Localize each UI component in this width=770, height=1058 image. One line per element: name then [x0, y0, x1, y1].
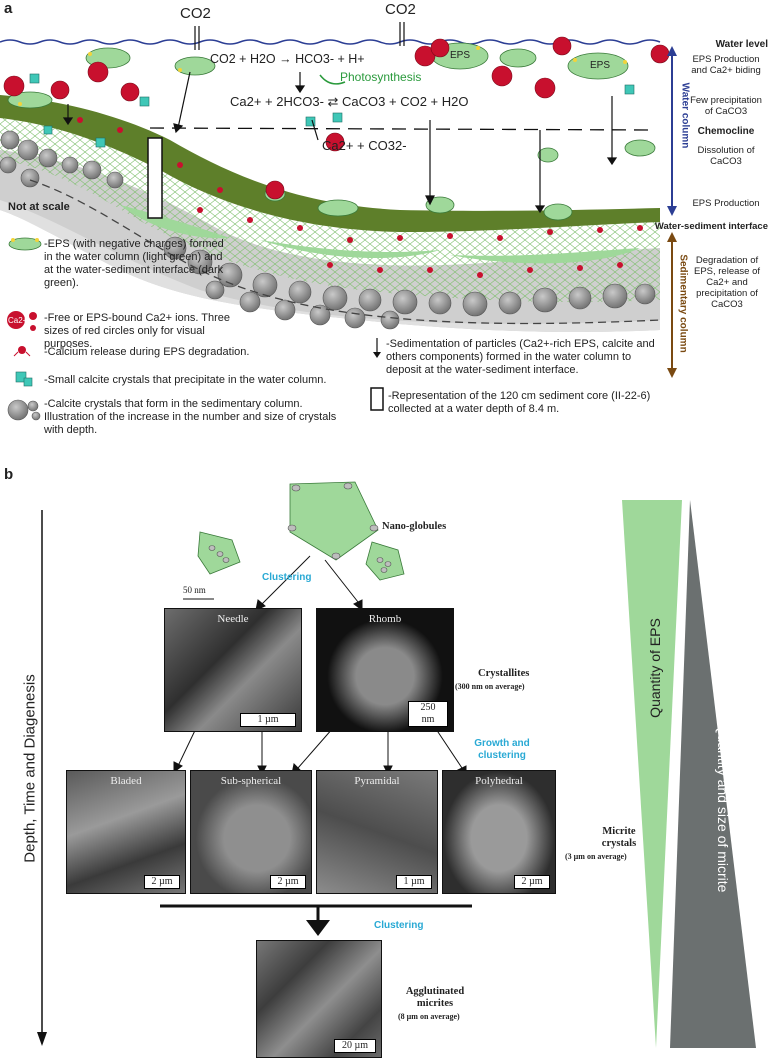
eps-tag-1: EPS [450, 50, 471, 61]
sem-needle-scale: 1 µm [240, 713, 296, 727]
clustering-1-label: Clustering [262, 572, 312, 583]
sem-pyramidal: Pyramidal 1 µm [316, 770, 438, 894]
nano-globules-label: Nano-globules [382, 521, 447, 532]
depth-axis-label: Depth, Time and Diagenesis [21, 674, 39, 863]
panel-a-diagram [0, 22, 677, 421]
water-level-label: Water level [715, 39, 768, 50]
eps-binding-label: EPS Production and Ca2+ biding [691, 54, 761, 76]
sem-needle-title: Needle [217, 613, 249, 625]
legend-sedimentation-text: -Sedimentation of particles (Ca2+-rich E… [386, 338, 655, 376]
eps-production-label: EPS Production [692, 198, 760, 209]
sem-agglutinated-scale: 20 µm [334, 1039, 376, 1053]
micrite-sub-label: (3 µm on average) [565, 852, 627, 861]
scale-50nm-label: 50 nm [183, 585, 206, 595]
sem-needle: Needle 1 µm [164, 608, 302, 732]
panel-b-letter: b [4, 466, 14, 483]
legend-eps-text: -EPS (with negative charges) formed in t… [44, 238, 224, 289]
sem-polyhedral-title: Polyhedral [475, 775, 523, 787]
quantity-eps-label: Quantity of EPS [647, 618, 663, 718]
sem-polyhedral-scale: 2 µm [514, 875, 550, 889]
crystallites-sub-label: (300 nm on average) [455, 682, 525, 691]
agglutinated-sub-label: (8 µm on average) [398, 1012, 460, 1021]
quantity-micrite-label: Quantity and size of micrite [715, 723, 731, 893]
few-precipitation-label: Few precipitation of CaCO3 [690, 95, 762, 117]
sem-rhomb-scale: 250 nm [408, 701, 448, 727]
sem-polyhedral: Polyhedral 2 µm [442, 770, 556, 894]
legend-calcite-sed-text: -Calcite crystals that form in the sedim… [44, 398, 337, 436]
sem-bladed-scale: 2 µm [144, 875, 180, 889]
micrite-label: Micrite crystals [601, 826, 637, 849]
photosynthesis-label: Photosynthesis [340, 70, 422, 84]
chemocline-label: Chemocline [697, 126, 755, 137]
equation-2: Ca2+ + 2HCO3- ⇄ CaCO3 + CO2 + H2O [230, 94, 469, 109]
sem-pyramidal-scale: 1 µm [396, 875, 432, 889]
agglutinated-label: Agglutinated micrites [405, 986, 465, 1009]
clustering-2-label: Clustering [374, 920, 424, 931]
sem-subspherical: Sub-spherical 2 µm [190, 770, 312, 894]
sem-bladed-title: Bladed [110, 775, 142, 787]
crystallites-label: Crystallites [478, 668, 530, 679]
sem-rhomb-title: Rhomb [368, 613, 402, 625]
sem-bladed: Bladed 2 µm [66, 770, 186, 894]
not-at-scale-label: Not at scale [8, 201, 70, 213]
sedimentary-column-label: Sedimentary column [677, 254, 689, 353]
sem-agglutinated: 20 µm [256, 940, 382, 1058]
co2-left-label: CO2 [180, 5, 211, 22]
equation-3: Ca2+ + CO32- [322, 138, 407, 153]
growth-label: Growth and clustering [474, 738, 530, 761]
panel-b-diagram [37, 481, 756, 1048]
degradation-label: Degradation of EPS, release of Ca2+ and … [693, 255, 760, 310]
legend-ions-text: -Free or EPS-bound Ca2+ ions. Three size… [44, 312, 230, 350]
eps-tag-2: EPS [590, 60, 611, 71]
legend-release-text: -Calcium release during EPS degradation. [44, 346, 250, 358]
equation-1: CO2 + H2O → HCO3- + H+ [210, 52, 365, 66]
dissolution-label: Dissolution of CaCO3 [697, 145, 755, 167]
sem-subspherical-scale: 2 µm [270, 875, 306, 889]
legend-small-calcite-text: -Small calcite crystals that precipitate… [44, 374, 327, 386]
sem-rhomb: Rhomb 250 nm [316, 608, 454, 732]
water-sediment-interface-label: Water-sediment interface [654, 221, 768, 232]
panel-a-letter: a [4, 0, 13, 17]
legend-ca-tag: Ca2+ [8, 316, 28, 325]
co2-right-label: CO2 [385, 1, 416, 18]
sem-subspherical-title: Sub-spherical [220, 775, 282, 787]
legend-core-text: -Representation of the 120 cm sediment c… [388, 390, 651, 415]
sem-pyramidal-title: Pyramidal [354, 775, 400, 787]
